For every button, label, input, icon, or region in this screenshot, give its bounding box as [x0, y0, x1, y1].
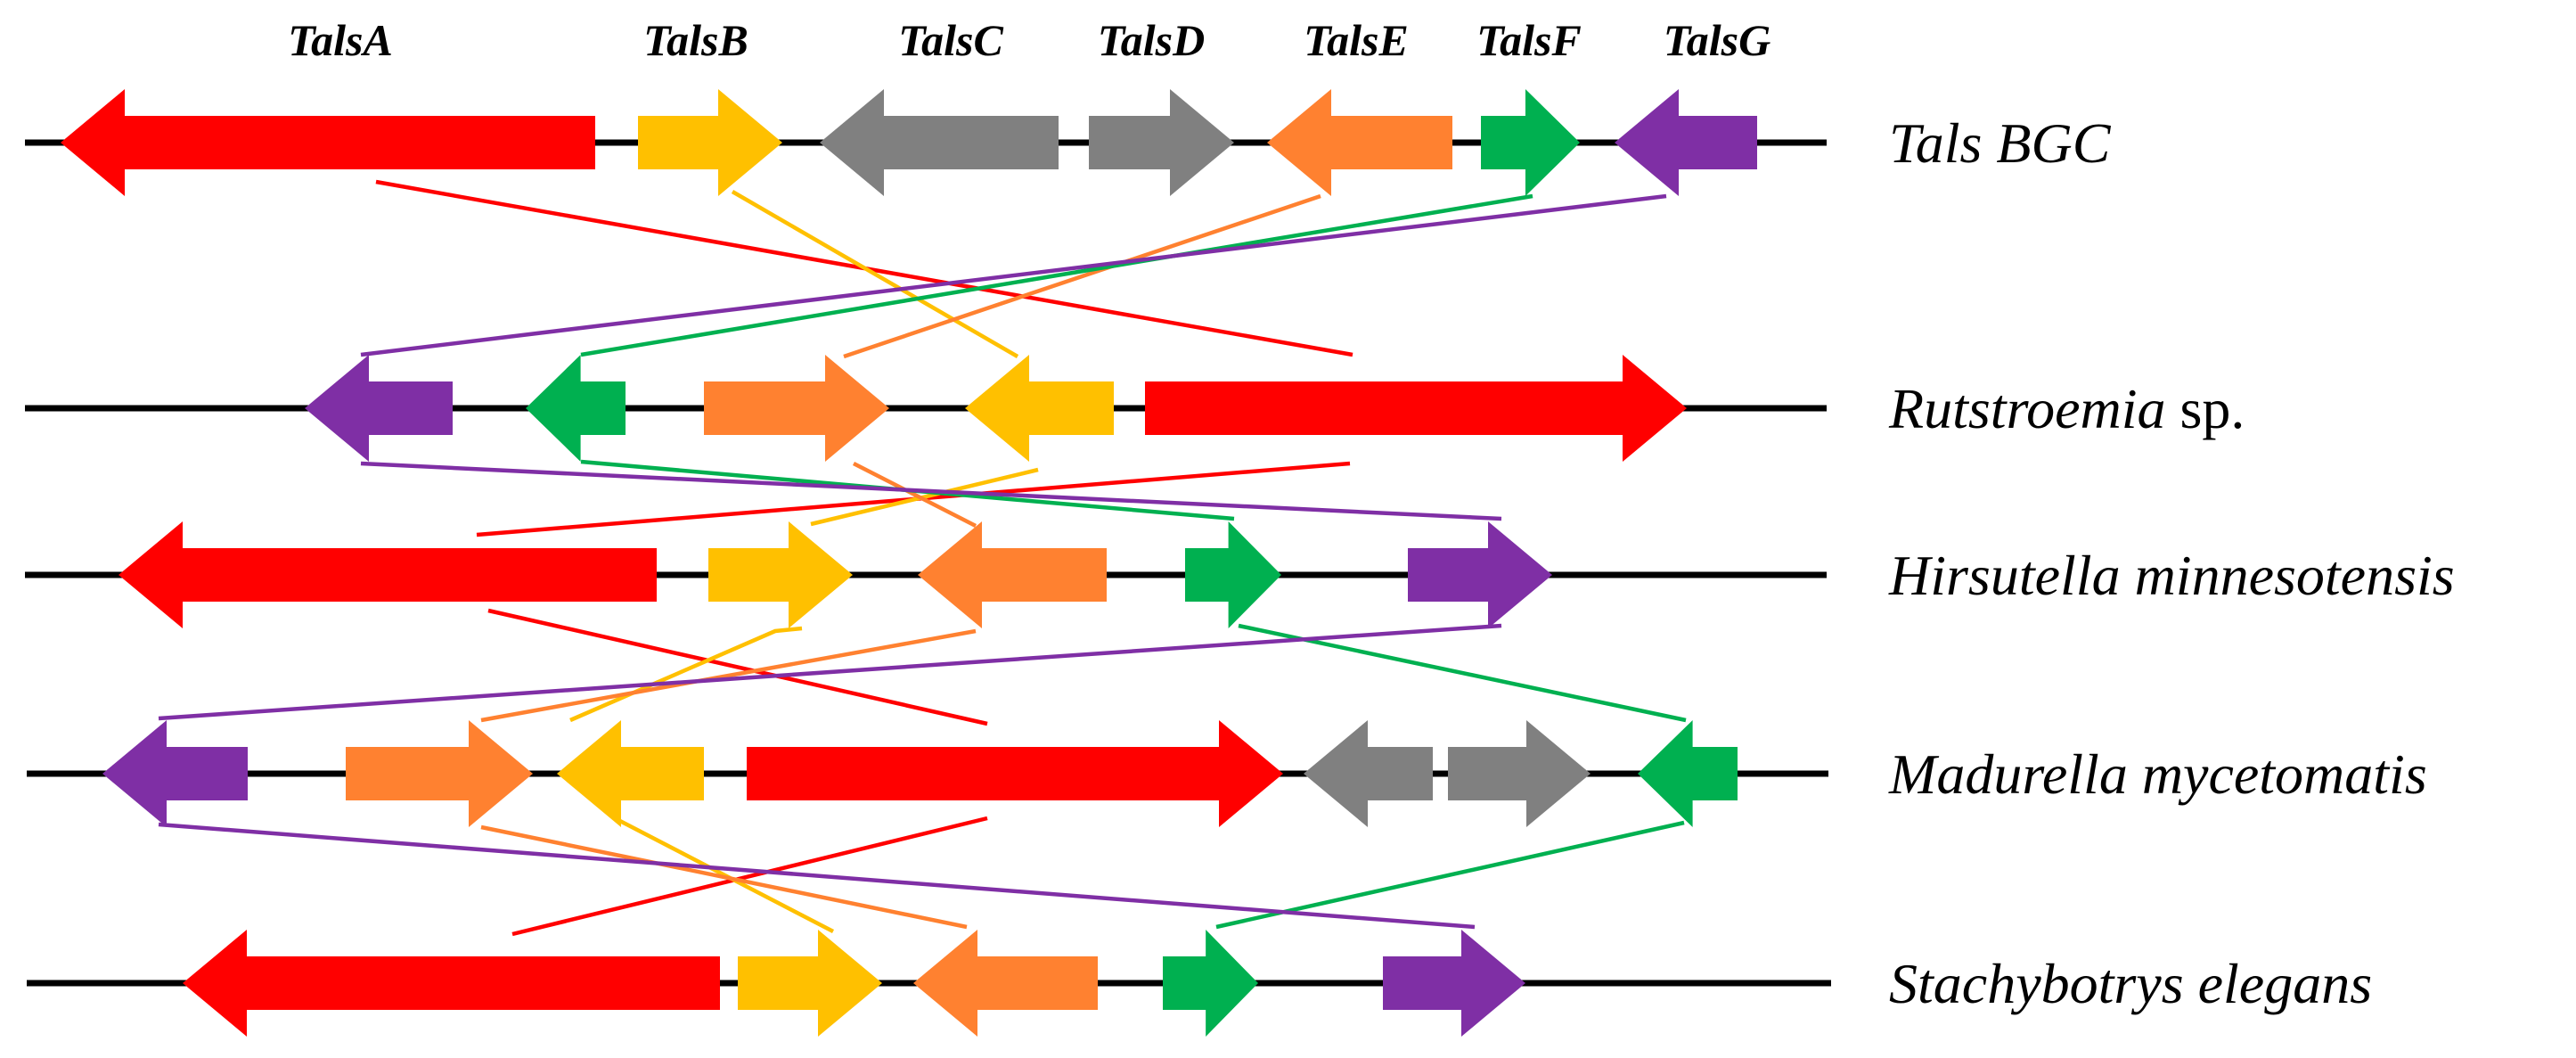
link-talsb-madurella-stachybotrys — [613, 816, 835, 933]
link-talsf-hirsutella-madurella — [1238, 623, 1687, 723]
gene-arrow-talse-madurella — [346, 720, 533, 827]
link-talse-tals-rutstroemia — [843, 193, 1321, 359]
organism-label-tals: Tals BGC — [1889, 111, 2112, 175]
link-talsa-hirsutella-madurella — [487, 608, 988, 726]
gene-arrow-talse-stachybotrys — [913, 930, 1098, 1037]
gene-header-talsd: TalsD — [1098, 15, 1205, 65]
gene-arrow-talsa-stachybotrys — [183, 930, 720, 1037]
gene-arrow-talsg-hirsutella — [1408, 521, 1552, 628]
link-talse-madurella-stachybotrys — [480, 824, 968, 930]
gene-arrow-talsg-stachybotrys — [1383, 930, 1525, 1037]
link-talsb-tals-rutstroemia — [731, 190, 1019, 358]
gene-arrow-talsd-tals — [1089, 89, 1234, 196]
gene-arrows — [61, 89, 1757, 1037]
link-talsg-hirsutella-madurella — [158, 623, 1502, 721]
link-talsg-rutstroemia-hirsutella — [360, 461, 1502, 521]
gene-arrow-talsg-madurella — [102, 720, 248, 827]
gene-header-talse: TalsE — [1304, 15, 1409, 65]
link-talsg-tals-rutstroemia — [360, 193, 1667, 357]
gene-arrow-talsf-stachybotrys — [1163, 930, 1258, 1037]
organism-label-rutstroemia: Rutstroemia sp. — [1888, 377, 2245, 440]
gene-arrow-talsf-tals — [1481, 89, 1580, 196]
gene-arrow-talsa-rutstroemia — [1145, 355, 1687, 462]
gene-arrow-talsa-tals — [61, 89, 595, 196]
gene-header-talsg: TalsG — [1664, 15, 1770, 65]
gene-arrow-talse-rutstroemia — [704, 355, 889, 462]
gene-arrow-talsf-hirsutella — [1185, 521, 1281, 628]
gene-arrow-talsb-madurella — [557, 720, 704, 827]
gene-arrow-talsd-madurella — [1448, 720, 1591, 827]
gene-arrow-talse-hirsutella — [918, 521, 1107, 628]
gene-arrow-talsb-stachybotrys — [738, 930, 882, 1037]
gene-header-talsa: TalsA — [288, 15, 393, 65]
gene-header-talsc: TalsC — [898, 15, 1003, 65]
link-talsf-madurella-stachybotrys — [1215, 820, 1685, 930]
gene-header-talsb: TalsB — [643, 15, 748, 65]
gene-arrow-talsc-madurella — [1304, 720, 1433, 827]
gene-headers: TalsA TalsB TalsC TalsD TalsE TalsF Tals… — [288, 15, 1770, 65]
gene-arrow-talsb-hirsutella — [708, 521, 853, 628]
gene-arrow-talsa-hirsutella — [119, 521, 657, 628]
link-talse-hirsutella-madurella — [480, 628, 977, 723]
link-talse-rutstroemia-hirsutella — [852, 461, 977, 529]
gene-arrow-talse-tals — [1267, 89, 1452, 196]
organism-label-stachybotrys: Stachybotrys elegans — [1889, 952, 2372, 1015]
organism-labels: Tals BGC Rutstroemia sp. Hirsutella minn… — [1888, 111, 2455, 1015]
gene-arrow-talsb-tals — [638, 89, 782, 196]
gene-arrow-talsg-rutstroemia — [305, 355, 453, 462]
gene-arrow-talsf-madurella — [1638, 720, 1738, 827]
homology-links — [158, 179, 1687, 937]
gene-arrow-talsg-tals — [1615, 89, 1757, 196]
link-talsa-madurella-stachybotrys — [511, 816, 988, 937]
gene-arrow-talsf-rutstroemia — [526, 355, 626, 462]
gene-header-talsf: TalsF — [1476, 15, 1582, 65]
gene-arrow-talsb-rutstroemia — [965, 355, 1114, 462]
link-talsf-tals-rutstroemia — [580, 193, 1533, 357]
gene-arrow-talsc-tals — [820, 89, 1059, 196]
link-talsg-madurella-stachybotrys — [158, 822, 1476, 930]
organism-label-madurella: Madurella mycetomatis — [1888, 742, 2427, 806]
link-talsb-rutstroemia-hirsutella — [810, 467, 1039, 527]
organism-label-hirsutella: Hirsutella minnesotensis — [1888, 544, 2455, 607]
gene-arrow-talsa-madurella — [747, 720, 1283, 827]
